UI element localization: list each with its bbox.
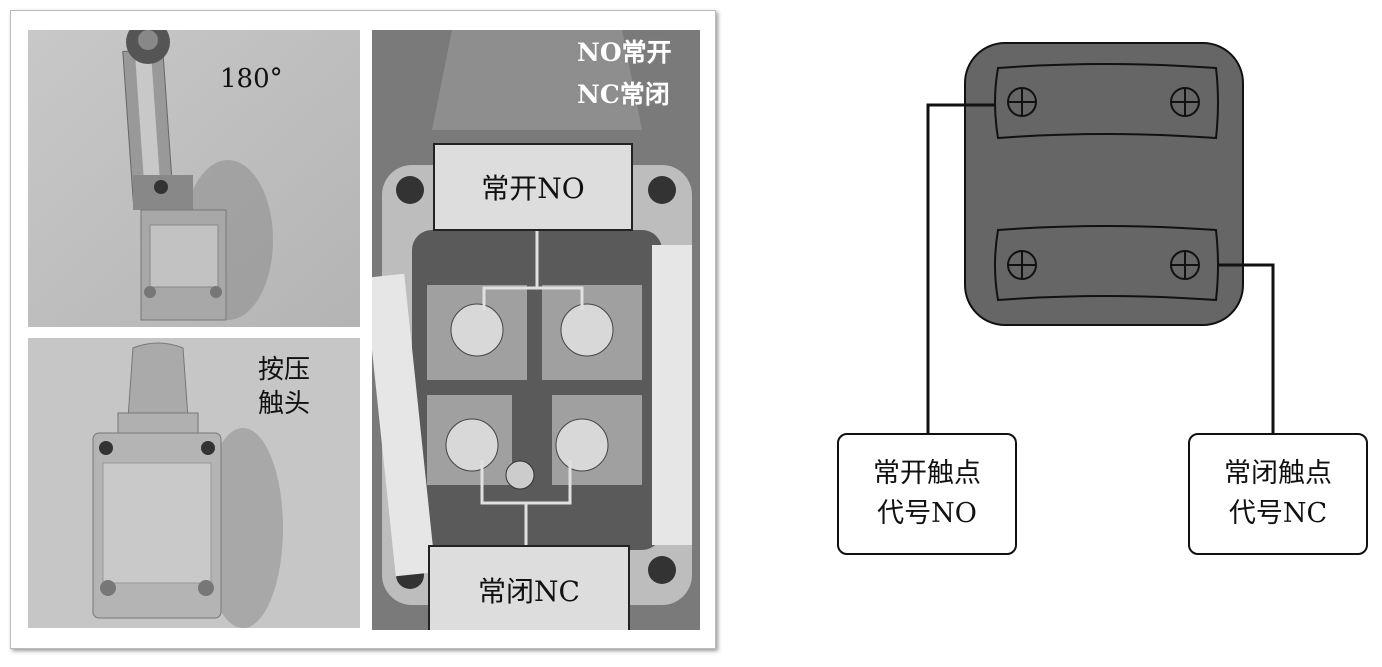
terminal-diagram xyxy=(926,42,1275,433)
label-no-line1: 常开触点 xyxy=(873,458,981,489)
push-plunger-switch-image xyxy=(28,338,360,628)
label-no-line2: 代号NO xyxy=(877,498,977,529)
screw-icon xyxy=(1007,87,1037,117)
switch-terminals-image xyxy=(372,30,700,630)
wire-nc xyxy=(1218,263,1275,433)
screw-icon xyxy=(1170,250,1200,280)
label-normally-closed-contact: 常闭触点 代号NC xyxy=(1188,433,1368,555)
legend-no: NO常开 xyxy=(577,38,672,67)
screw-icon xyxy=(1007,250,1037,280)
callout-normally-closed: 常闭NC xyxy=(428,545,630,630)
roller-lever-switch-image xyxy=(28,30,360,327)
push-contact-label-line2: 触头 xyxy=(258,389,311,419)
rotation-angle-label: 180° xyxy=(220,64,283,94)
terminal-plate-bottom xyxy=(994,225,1219,302)
callout-normally-open: 常开NO xyxy=(433,143,633,231)
legend-nc: NC常闭 xyxy=(577,80,670,109)
wire-no xyxy=(926,103,995,433)
no-nc-legend: NO常开 NC常闭 xyxy=(577,32,672,116)
photo-push-plunger-switch: 按压 触头 xyxy=(28,338,360,628)
label-nc-line1: 常闭触点 xyxy=(1224,458,1332,489)
photo-roller-lever-switch: 180° xyxy=(28,30,360,327)
push-contact-label: 按压 触头 xyxy=(258,353,310,421)
label-nc-line2: 代号NC xyxy=(1228,498,1328,529)
screw-icon xyxy=(1170,87,1200,117)
label-normally-open-contact: 常开触点 代号NO xyxy=(837,433,1017,555)
push-contact-label-line1: 按压 xyxy=(258,355,311,385)
terminal-plate-top xyxy=(994,63,1219,140)
photo-switch-terminals: NO常开 NC常闭 常开NO 常闭NC xyxy=(372,30,700,630)
